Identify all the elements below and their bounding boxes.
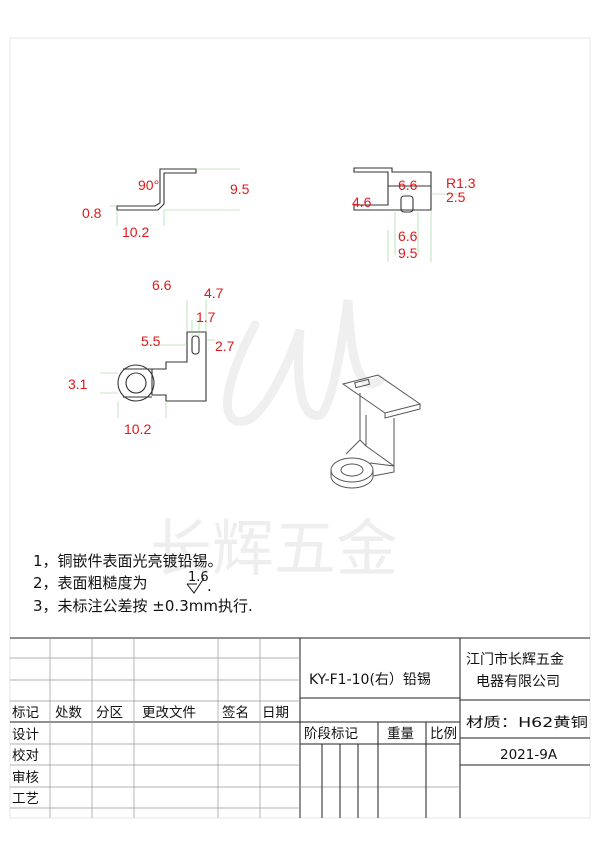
header-change-doc: 更改文件 (142, 705, 196, 721)
dim-top-w2: 4.7 (204, 285, 224, 301)
roughness-symbol (186, 577, 205, 594)
technical-notes: 1，铜嵌件表面光亮镀铅锡。 2，表面粗糙度为 1.6 . 3，未标注公差按 ±0… (33, 552, 253, 615)
dim-top-slot: 1.7 (196, 309, 216, 325)
header-count: 处数 (55, 705, 82, 721)
stage-header: 阶段标记 (304, 726, 358, 742)
scale-header: 比例 (430, 726, 457, 742)
role-design: 设计 (12, 727, 39, 743)
header-mark: 标记 (12, 705, 39, 721)
watermark-text: 长辉五金 (150, 512, 398, 585)
company-name-line2: 电器有限公司 (476, 674, 560, 690)
dim-angle: 90° (138, 177, 159, 193)
note-2: 2，表面粗糙度为 (33, 574, 148, 592)
role-review: 审核 (12, 770, 39, 786)
dim-top-slot-len: 2.7 (215, 338, 235, 354)
dim-top-w1: 6.6 (152, 277, 172, 293)
note-1: 1，铜嵌件表面光亮镀铅锡。 (33, 552, 223, 570)
view-front: 90° 9.5 0.8 10.2 (82, 168, 250, 240)
dim-top-length: 10.2 (124, 421, 151, 437)
date-code: 2021-9A (500, 747, 558, 763)
watermark: 长辉五金 (150, 299, 398, 585)
dim-top-tab: 5.5 (141, 333, 161, 349)
weight-header: 重量 (387, 726, 414, 742)
dim-side-height-left: 4.6 (352, 194, 372, 210)
dim-side-width-top: 6.6 (398, 177, 418, 193)
view-side: 6.6 R1.3 2.5 4.6 6.6 9.5 (352, 167, 476, 262)
header-zone: 分区 (96, 705, 123, 721)
roughness-suffix: . (207, 577, 212, 595)
material: 材质：H62黄铜 (466, 715, 588, 731)
roughness-value: 1.6 (188, 570, 209, 585)
dim-side-radius: R1.3 (446, 175, 476, 191)
role-check: 校对 (12, 747, 39, 764)
revision-grid (10, 638, 300, 818)
dim-thickness: 0.8 (82, 205, 102, 221)
dim-side-width-bottom: 9.5 (398, 245, 418, 261)
header-date: 日期 (262, 705, 289, 721)
dim-height: 9.5 (230, 181, 250, 197)
dim-top-hole: 3.1 (68, 376, 88, 392)
company-name-line1: 江门市长辉五金 (466, 651, 564, 668)
note-3: 3，未标注公差按 ±0.3mm执行. (33, 597, 253, 615)
view-isometric (330, 374, 422, 489)
title-block: 标记 处数 分区 更改文件 签名 日期 设计 校对 审核 工艺 KY-F1-10… (10, 637, 590, 818)
dim-length: 10.2 (122, 224, 149, 240)
dim-side-height-right: 2.5 (446, 189, 466, 205)
header-signature: 签名 (222, 704, 249, 721)
dim-side-width-mid: 6.6 (398, 228, 418, 244)
role-process: 工艺 (12, 791, 39, 807)
part-name: KY-F1-10(右）铅锡 (309, 672, 431, 688)
view-top: 6.6 4.7 1.7 5.5 2.7 3.1 10.2 (68, 277, 235, 437)
